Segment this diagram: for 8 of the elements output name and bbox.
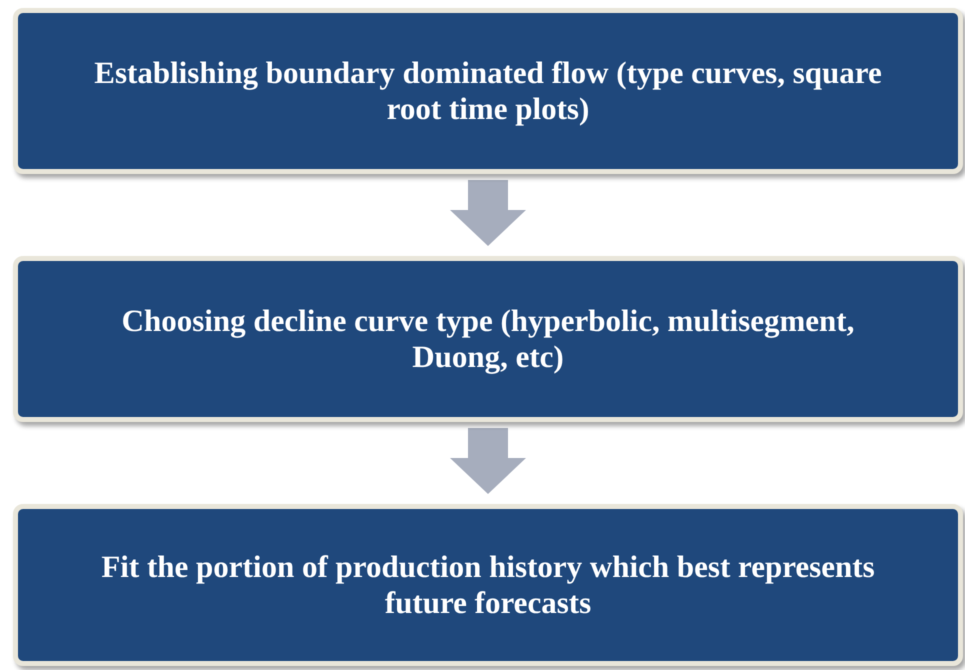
block-arrow: [450, 180, 526, 246]
step-text: Establishing boundary dominated flow (type curves, square root time plots): [93, 55, 883, 127]
step-text: Fit the portion of production history which best represents future forecasts: [100, 549, 876, 621]
block-arrow: [450, 428, 526, 494]
process-box: [13, 256, 963, 422]
process-box: [13, 8, 963, 174]
process-box: [13, 504, 963, 666]
step-text: Choosing decline curve type (hyperbolic, multisegment, Duong, etc): [120, 303, 856, 375]
